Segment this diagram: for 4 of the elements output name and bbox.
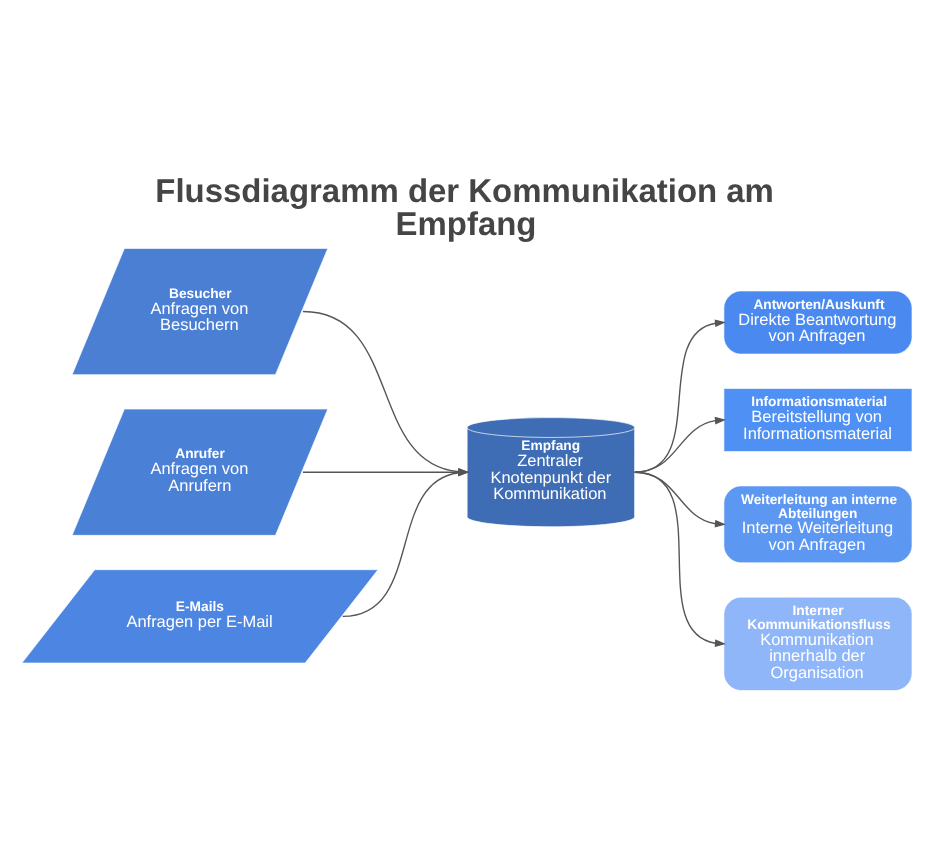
diagram-title: Flussdiagramm der Kommunikation am Empfang [155, 173, 774, 243]
arrow [633, 319, 726, 473]
arrow [633, 416, 726, 473]
arrow [633, 471, 726, 647]
